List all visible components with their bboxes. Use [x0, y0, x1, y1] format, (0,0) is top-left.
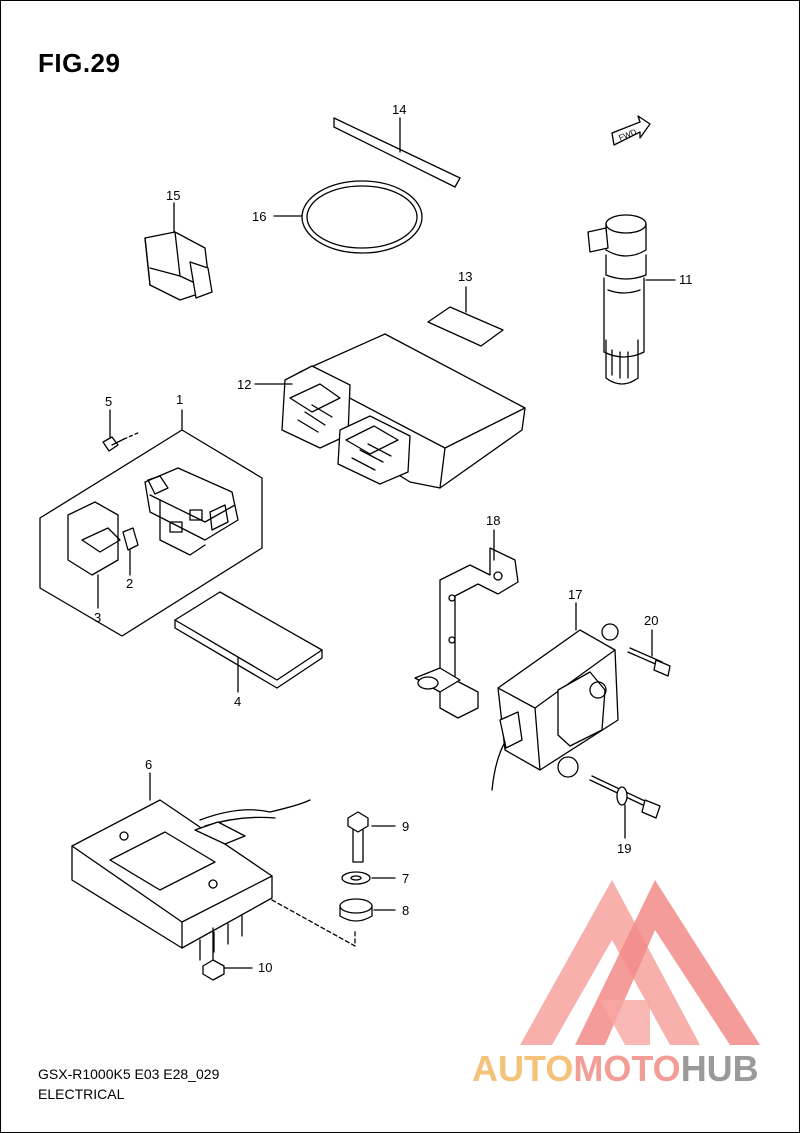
callout-4: 4 — [234, 694, 241, 709]
callout-1: 1 — [176, 392, 183, 407]
callout-14: 14 — [392, 102, 406, 117]
callout-15: 15 — [166, 188, 180, 203]
watermark-logo — [520, 880, 760, 1045]
watermark-part1: AUTO — [472, 1048, 574, 1089]
part-15-connector — [144, 202, 213, 301]
part-18-bracket — [414, 529, 519, 719]
watermark-part2: MOTO — [573, 1048, 681, 1089]
callout-5: 5 — [105, 394, 112, 409]
part-5-screw — [102, 409, 141, 452]
callout-18: 18 — [486, 513, 500, 528]
callout-11: 11 — [679, 272, 693, 287]
figure-title: FIG.29 — [38, 48, 121, 78]
part-8-grommet — [339, 898, 396, 922]
callout-7: 7 — [402, 871, 409, 886]
callout-12: 12 — [237, 377, 251, 392]
part-17-sensor — [491, 602, 619, 791]
callout-20: 20 — [644, 613, 658, 628]
model-code: GSX-R1000K5 E03 E28_029 — [38, 1066, 220, 1082]
part-6-regulator — [71, 772, 311, 961]
callout-2: 2 — [126, 576, 133, 591]
callout-19: 19 — [617, 841, 631, 856]
part-14-strip — [333, 117, 461, 188]
callout-9: 9 — [402, 819, 409, 834]
callout-3: 3 — [94, 610, 101, 625]
part-2-fuse — [122, 527, 139, 576]
callout-8: 8 — [402, 903, 409, 918]
fwd-arrow-icon: FWD — [611, 115, 651, 146]
callout-10: 10 — [258, 960, 272, 975]
part-1-fuse-box — [144, 467, 239, 556]
assembly-line — [271, 899, 356, 947]
part-3-cover — [67, 501, 121, 609]
part-20-bolt — [627, 629, 671, 677]
part-16-seal-ring — [273, 180, 423, 254]
callout-17: 17 — [568, 587, 582, 602]
part-4-pad — [174, 591, 323, 693]
part-19-bolt — [589, 775, 661, 839]
callout-6: 6 — [145, 757, 152, 772]
part-12-ecu — [254, 333, 526, 489]
callout-16: 16 — [252, 209, 266, 224]
callout-labels: 1 2 3 4 5 6 7 8 9 10 11 12 13 14 15 16 1… — [94, 102, 693, 975]
watermark-part3: HUB — [680, 1048, 759, 1089]
part-9-bolt — [347, 811, 396, 863]
part-7-washer — [341, 871, 396, 885]
watermark-text: AUTOMOTOHUB — [472, 1048, 759, 1090]
part-13-pad — [427, 286, 504, 347]
part-11-ignition-coil — [587, 214, 676, 385]
part-10-nut — [202, 927, 253, 981]
part-1-fuse-box-group — [39, 409, 263, 637]
callout-13: 13 — [458, 269, 472, 284]
section-name: ELECTRICAL — [38, 1086, 125, 1102]
